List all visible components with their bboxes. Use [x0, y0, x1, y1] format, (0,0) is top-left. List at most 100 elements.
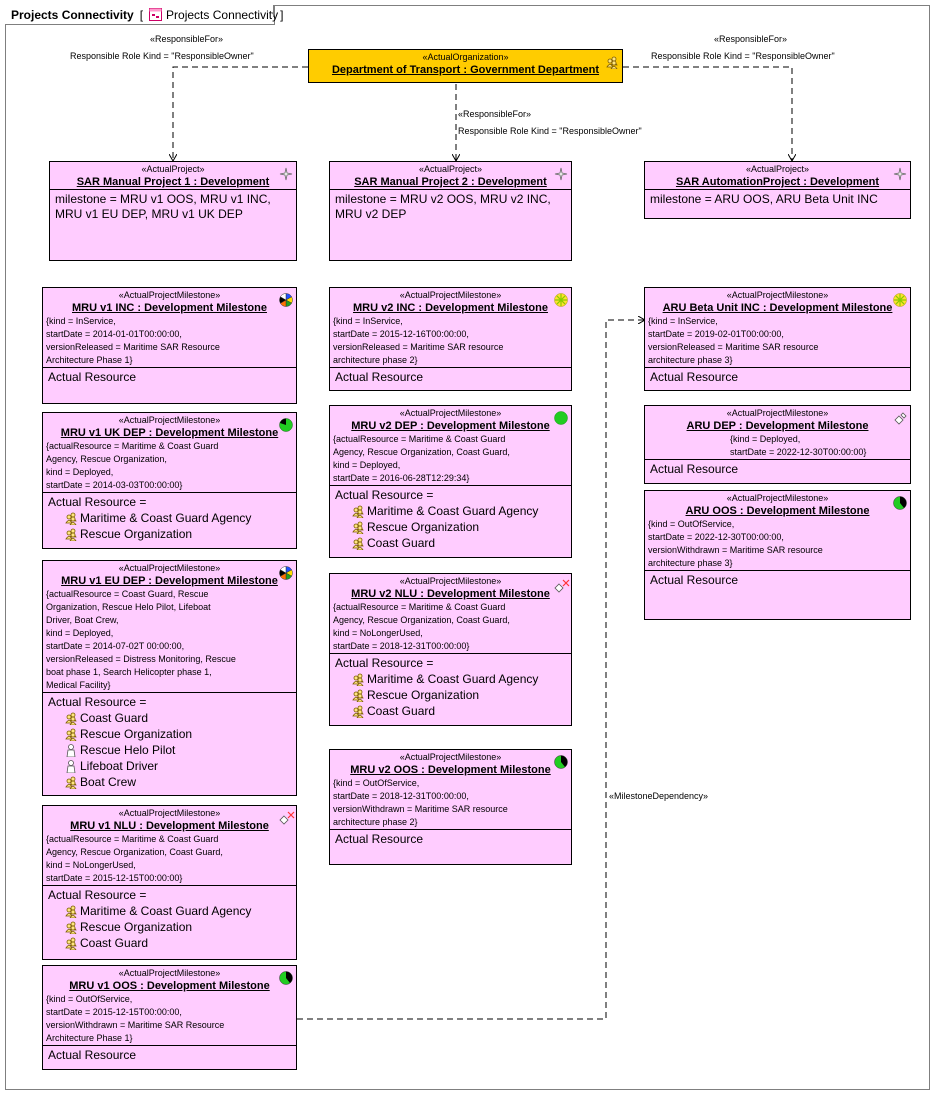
milestone-m12[interactable]: «ActualProjectMilestone»ARU OOS : Develo… [644, 490, 911, 620]
node-title: ARU Beta Unit INC : Development Mileston… [662, 302, 893, 314]
resource-name: Maritime & Coast Guard Agency [80, 511, 252, 525]
actual-resource-compartment: Actual Resource [645, 367, 910, 387]
attribute-line: startDate = 2016-06-28T12:29:34} [333, 473, 470, 483]
milestone-attributes: {kind = InService,startDate = 2019-02-01… [645, 315, 910, 367]
organization-icon [64, 776, 78, 789]
resource-item[interactable]: Rescue Organization [48, 726, 291, 742]
attribute-line: startDate = 2022-12-30T00:00:00} [730, 447, 867, 457]
organization-icon [351, 537, 365, 550]
diagram-name: Projects Connectivity [166, 7, 279, 22]
node-title: MRU v2 NLU : Development Milestone [351, 588, 550, 600]
node-stereotype: «ActualProjectMilestone» [726, 290, 829, 300]
milestone-m6[interactable]: «ActualProjectMilestone»MRU v2 INC : Dev… [329, 287, 572, 391]
milestone-m7[interactable]: «ActualProjectMilestone»MRU v2 DEP : Dev… [329, 405, 572, 558]
resource-name: Coast Guard [367, 704, 436, 718]
attribute-line: startDate = 2022-12-30T00:00:00, [648, 532, 784, 542]
milestone-m3[interactable]: «ActualProjectMilestone»MRU v1 EU DEP : … [42, 560, 297, 796]
project-sar-manual-1[interactable]: «ActualProject»SAR Manual Project 1 : De… [49, 161, 297, 261]
organization-node[interactable]: «ActualOrganization» Department of Trans… [308, 49, 623, 83]
diagram-frame [5, 5, 930, 1090]
resource-name: Coast Guard [80, 711, 149, 725]
milestone-m8[interactable]: «ActualProjectMilestone»MRU v2 NLU : Dev… [329, 573, 572, 726]
attribute-line: versionWithdrawn = Maritime SAR resource [333, 804, 508, 814]
node-stereotype: «ActualProject» [418, 164, 483, 174]
resource-item[interactable]: Coast Guard [335, 703, 566, 719]
resource-item[interactable]: Maritime & Coast Guard Agency [48, 510, 291, 526]
milestone-m11[interactable]: «ActualProjectMilestone»ARU DEP : Develo… [644, 405, 911, 484]
yellow-flower-icon [554, 293, 568, 307]
attribute-line: {actualResource = Coast Guard, Rescue [46, 589, 209, 599]
attribute-line: milestone = MRU v1 OOS, MRU v1 INC, [55, 192, 271, 206]
attribute-line: {kind = InService, [46, 316, 116, 326]
milestone-attributes: {kind = InService,startDate = 2014-01-01… [43, 315, 296, 367]
resource-item[interactable]: Boat Crew [48, 774, 291, 790]
actual-resource-compartment: Actual Resource [645, 570, 910, 590]
organization-icon [64, 728, 78, 741]
green-black-pie-icon [279, 971, 293, 985]
diamond-icon [893, 411, 907, 425]
milestone-m9[interactable]: «ActualProjectMilestone»MRU v2 OOS : Dev… [329, 749, 572, 865]
node-title: ARU DEP : Development Milestone [686, 420, 869, 432]
organization-icon [351, 521, 365, 534]
resource-item[interactable]: Lifeboat Driver [48, 758, 291, 774]
organization-icon [64, 512, 78, 525]
responsible-edge-3 [623, 66, 792, 161]
organization-icon [351, 705, 365, 718]
node-title: MRU v1 OOS : Development Milestone [69, 980, 270, 992]
organization-icon [64, 528, 78, 541]
attribute-line: architecture phase 2} [333, 355, 418, 365]
resource-item[interactable]: Maritime & Coast Guard Agency [48, 903, 291, 919]
resource-item[interactable]: Rescue Helo Pilot [48, 742, 291, 758]
resource-name: Rescue Organization [80, 920, 193, 934]
project-sar-automation[interactable]: «ActualProject»SAR AutomationProject : D… [644, 161, 911, 219]
milestone-attributes: {kind = Deployed,startDate = 2022-12-30T… [645, 433, 910, 459]
milestone-m2[interactable]: «ActualProjectMilestone»MRU v1 UK DEP : … [42, 412, 297, 549]
attribute-line: architecture phase 3} [648, 355, 733, 365]
attribute-line: Architecture Phase 1} [46, 355, 133, 365]
organization-icon [64, 712, 78, 725]
node-stereotype: «ActualProjectMilestone» [399, 752, 502, 762]
milestone-m1[interactable]: «ActualProjectMilestone»MRU v1 INC : Dev… [42, 287, 297, 404]
resource-item[interactable]: Coast Guard [48, 710, 291, 726]
resource-item[interactable]: Coast Guard [335, 535, 566, 551]
resource-name: Lifeboat Driver [80, 759, 159, 773]
actual-resource-label: Actual Resource [650, 462, 739, 476]
diagram-frame-tab[interactable]: Projects Connectivity [ Projects Connect… [5, 5, 283, 25]
resource-item[interactable]: Coast Guard [48, 935, 291, 951]
node-stereotype: «ActualProjectMilestone» [118, 290, 221, 300]
resource-item[interactable]: Rescue Organization [335, 687, 566, 703]
resource-item[interactable]: Rescue Organization [48, 919, 291, 935]
attribute-line: startDate = 2015-12-15T00:00:00} [46, 873, 183, 883]
project-attributes: milestone = ARU OOS, ARU Beta Unit INC [645, 189, 910, 209]
resource-item[interactable]: Rescue Organization [335, 519, 566, 535]
attribute-line: versionReleased = Maritime SAR resource [648, 342, 819, 352]
resource-name: Boat Crew [80, 775, 137, 789]
resource-item[interactable]: Maritime & Coast Guard Agency [335, 503, 566, 519]
attribute-line: versionWithdrawn = Maritime SAR Resource [46, 1020, 225, 1030]
yellow-flower-icon [893, 293, 907, 307]
resource-item[interactable]: Maritime & Coast Guard Agency [335, 671, 566, 687]
milestone-attributes: {kind = OutOfService,startDate = 2018-12… [330, 777, 571, 829]
edge-1-label: Responsible Role Kind = "ResponsibleOwne… [70, 51, 254, 61]
resource-item[interactable]: Rescue Organization [48, 526, 291, 542]
milestone-m10[interactable]: «ActualProjectMilestone» ARU Beta Unit IN… [644, 287, 911, 391]
green-circle-icon [279, 418, 293, 432]
attribute-line: kind = Deployed, [46, 628, 114, 638]
resource-name: Rescue Organization [80, 727, 193, 741]
node-title: MRU v1 UK DEP : Development Milestone [60, 427, 279, 439]
actual-resource-compartment: Actual Resource =Maritime & Coast Guard … [330, 485, 571, 553]
attribute-line: kind = NoLongerUsed, [333, 628, 423, 638]
resource-name: Maritime & Coast Guard Agency [367, 504, 539, 518]
sparkle-icon [554, 167, 568, 181]
node-stereotype: «ActualProjectMilestone» [118, 563, 221, 573]
organization-icon [64, 905, 78, 918]
node-stereotype: «ActualProject» [745, 164, 810, 174]
attribute-line: {kind = OutOfService, [333, 778, 420, 788]
actual-resource-label: Actual Resource = [335, 656, 434, 670]
milestone-m4[interactable]: «ActualProjectMilestone»MRU v1 NLU : Dev… [42, 805, 297, 960]
person-icon [64, 759, 78, 773]
project-sar-manual-2[interactable]: «ActualProject»SAR Manual Project 2 : De… [329, 161, 572, 261]
milestone-m5[interactable]: «ActualProjectMilestone»MRU v1 OOS : Dev… [42, 965, 297, 1070]
attribute-line: startDate = 2015-12-15T00:00:00, [46, 1007, 182, 1017]
